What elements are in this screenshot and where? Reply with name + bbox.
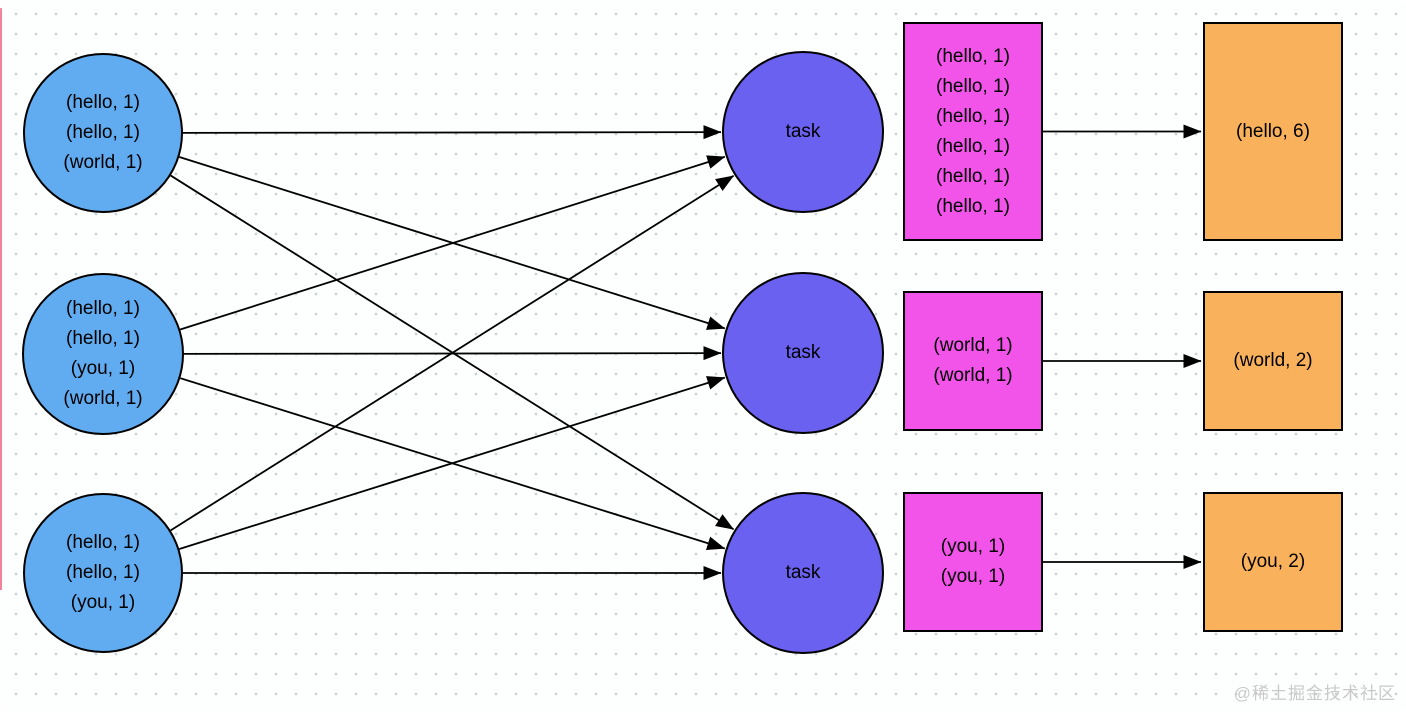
node-src2-label: (world, 1) <box>63 388 143 409</box>
node-result1-label: (hello, 6) <box>1236 120 1310 142</box>
node-group2-label: (world, 1) <box>933 335 1013 356</box>
node-group3: (you, 1) (you, 1) <box>903 492 1043 632</box>
edge-src3-to-task2 <box>179 376 726 550</box>
edge-src1-to-task3 <box>170 174 735 531</box>
edge-src1-to-task2 <box>179 156 726 330</box>
node-task2-label: task <box>785 342 821 363</box>
edge-src1-to-task1 <box>182 125 722 140</box>
node-src3: (hello, 1) (hello, 1) (you, 1) <box>23 493 183 653</box>
node-group1-label: (hello, 1) <box>936 135 1010 157</box>
node-src3-label: (hello, 1) <box>66 532 140 553</box>
node-result1: (hello, 6) <box>1203 22 1343 241</box>
node-group2-label: (world, 1) <box>933 365 1013 386</box>
node-src3-label: (hello, 1) <box>66 562 140 583</box>
node-group1: (hello, 1) (hello, 1) (hello, 1) (hello, 1)… <box>903 22 1043 241</box>
edge-src3-to-task1 <box>170 174 735 532</box>
node-task3-label: task <box>785 562 821 583</box>
node-src3-label: (you, 1) <box>70 592 136 613</box>
node-task2: task <box>722 272 884 434</box>
node-src2-label: (hello, 1) <box>66 298 140 319</box>
node-group3-label: (you, 1) <box>940 536 1006 557</box>
node-result3-label: (you, 2) <box>1240 551 1306 572</box>
node-src2-label: (you, 1) <box>70 358 136 379</box>
node-src1-label: (hello, 1) <box>66 92 140 113</box>
node-src2-label: (hello, 1) <box>66 328 140 349</box>
node-result2: (world, 2) <box>1203 291 1343 431</box>
node-task1-label: task <box>785 121 821 142</box>
node-group1-label: (hello, 1) <box>936 105 1010 127</box>
node-group1-label: (hello, 1) <box>936 75 1010 97</box>
node-group1-label: (hello, 1) <box>936 45 1010 67</box>
node-group1-label: (hello, 1) <box>936 165 1010 187</box>
watermark: @稀土掘金技术社区 <box>1233 684 1396 703</box>
node-group3-label: (you, 1) <box>940 566 1006 587</box>
node-task1: task <box>722 51 884 213</box>
node-src2: (hello, 1) (hello, 1) (you, 1) (world, 1) <box>22 273 184 435</box>
node-group2: (world, 1) (world, 1) <box>903 291 1043 431</box>
node-src1-label: (hello, 1) <box>66 122 140 143</box>
left-edge-artifact <box>0 8 2 590</box>
node-result3: (you, 2) <box>1203 492 1343 632</box>
edge-src2-to-task2 <box>183 346 722 361</box>
node-task3: task <box>722 492 884 654</box>
edge-src2-to-task1 <box>179 155 726 331</box>
node-group1-label: (hello, 1) <box>936 195 1010 217</box>
node-result2-label: (world, 2) <box>1233 350 1313 371</box>
node-src1: (hello, 1) (hello, 1) (world, 1) <box>23 53 183 213</box>
edge-src2-to-task3 <box>180 377 726 550</box>
node-src1-label: (world, 1) <box>63 152 143 173</box>
